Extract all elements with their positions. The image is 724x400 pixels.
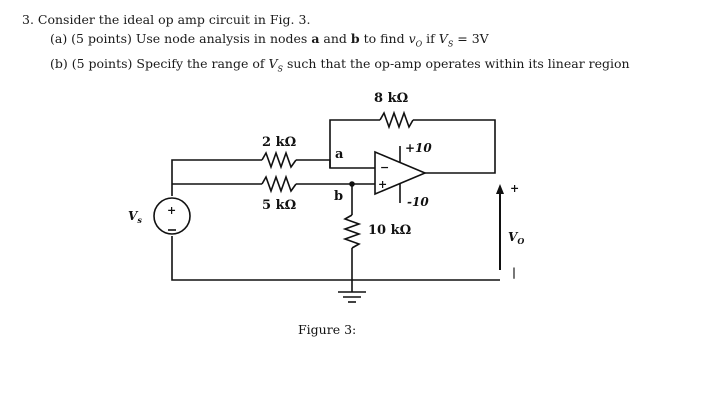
part-a: (a) (5 points) Use node analysis in node…	[22, 29, 630, 54]
part-a-and: and	[323, 31, 347, 46]
vs-symbol-b: VS	[268, 55, 283, 74]
source-plus-sign: +	[167, 204, 176, 217]
source-label: Vs	[128, 209, 142, 225]
vs-symbol: VS	[438, 31, 454, 49]
feedback-resistor	[379, 110, 414, 130]
label-2k: 2 kΩ	[262, 135, 296, 150]
vo-symbol: vO	[408, 31, 423, 49]
node-a-ref: a	[311, 31, 320, 46]
figure-caption: Figure 3:	[298, 322, 356, 337]
node-b-ref: b	[350, 31, 360, 46]
feedback-wire-right	[413, 119, 496, 174]
label-5k: 5 kΩ	[262, 198, 296, 213]
output-label: VO	[508, 230, 524, 246]
supply-pos-label: +10	[405, 141, 432, 155]
output-arrow-head	[496, 184, 504, 194]
feedback-wire	[329, 119, 380, 168]
opamp-minus-input: −	[380, 161, 389, 174]
problem-title: 3. Consider the ideal op amp circuit in …	[22, 12, 311, 27]
part-a-if: if	[426, 31, 435, 46]
voltage-source	[153, 197, 191, 235]
part-b-prefix: (b) (5 points) Specify the range of	[50, 55, 265, 71]
resistor-10k	[342, 214, 362, 249]
label-10k: 10 kΩ	[368, 223, 411, 238]
output-minus: |	[512, 266, 516, 279]
bottom-wire	[171, 236, 500, 281]
resistor-2k	[261, 150, 297, 170]
label-node-b: b	[334, 189, 343, 204]
part-b-suffix: such that the op-amp operates within its…	[286, 55, 630, 71]
op-amp	[374, 150, 428, 196]
vs-value: = 3V	[457, 31, 489, 46]
resistor-5k	[261, 174, 297, 194]
part-a-mid: to find	[363, 31, 405, 46]
label-8k: 8 kΩ	[374, 91, 408, 106]
source-top-wire	[171, 159, 262, 196]
output-plus: +	[510, 182, 519, 195]
part-a-prefix: (a) (5 points) Use node analysis in node…	[50, 31, 308, 46]
label-node-a: a	[335, 147, 344, 162]
part-b: (b) (5 points) Specify the range of VS s…	[22, 54, 630, 79]
opamp-plus-input: +	[378, 178, 387, 191]
supply-neg-label: -10	[407, 195, 429, 209]
node-a-wire	[296, 159, 375, 169]
problem-statement: 3. Consider the ideal op amp circuit in …	[22, 10, 630, 78]
